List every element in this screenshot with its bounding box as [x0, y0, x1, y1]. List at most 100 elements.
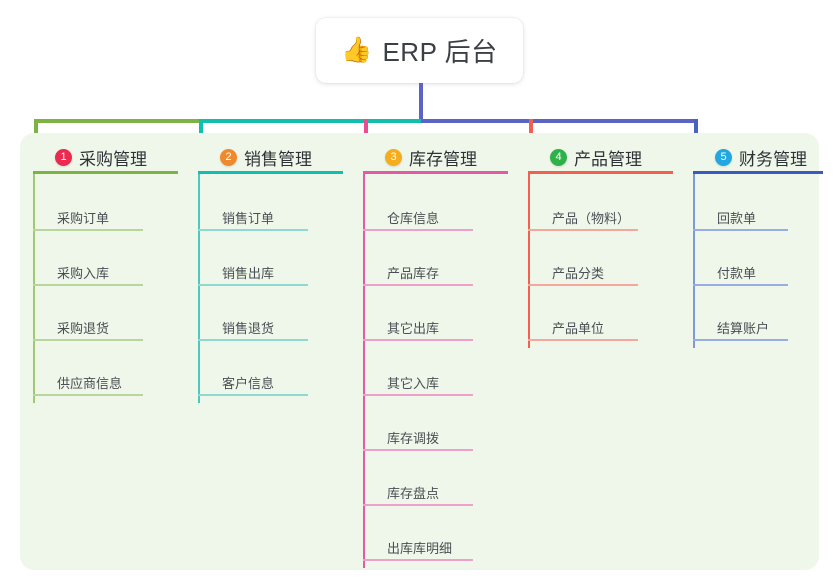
branch-underline-3	[363, 171, 508, 174]
leaf-item[interactable]: 出库库明细	[363, 535, 473, 561]
leaf-label: 销售退货	[222, 321, 275, 336]
leaf-item[interactable]: 其它入库	[363, 370, 473, 396]
leaf-underline	[363, 504, 473, 506]
leaf-label: 其它入库	[387, 376, 440, 391]
leaf-label: 产品（物料）	[552, 211, 631, 226]
leaf-label: 库存调拨	[387, 431, 440, 446]
connector-bar-segment-3	[421, 119, 698, 123]
branch-badge-4: 4	[550, 148, 567, 166]
thumbs-up-icon: 👍	[341, 36, 373, 64]
leaf-underline	[693, 229, 788, 231]
leaf-underline	[363, 339, 473, 341]
leaf-item[interactable]: 产品单位	[528, 315, 638, 341]
branch-underline-4	[528, 171, 673, 174]
leaf-underline	[363, 284, 473, 286]
branch-spine-1	[33, 174, 35, 403]
leaf-item[interactable]: 客户信息	[198, 370, 308, 396]
leaf-item[interactable]: 采购订单	[33, 205, 143, 231]
branch-underline-5	[693, 171, 823, 174]
branch-header-4[interactable]: 4 产品管理	[528, 140, 673, 174]
root-title: ERP 后台	[382, 37, 498, 67]
branch-badge-1: 1	[55, 148, 72, 166]
leaf-underline	[33, 229, 143, 231]
leaf-item[interactable]: 销售订单	[198, 205, 308, 231]
leaf-underline	[528, 229, 638, 231]
leaf-underline	[198, 339, 308, 341]
leaf-item[interactable]: 仓库信息	[363, 205, 473, 231]
leaf-underline	[33, 284, 143, 286]
branch-column-2: 2 销售管理销售订单销售出库销售退货客户信息	[198, 140, 343, 403]
branch-column-1: 1 采购管理采购订单采购入库采购退货供应商信息	[33, 140, 178, 403]
branch-badge-2: 2	[220, 148, 237, 166]
branch-title-2: 销售管理	[244, 149, 312, 169]
branch-header-5[interactable]: 5 财务管理	[693, 140, 823, 174]
leaf-underline	[693, 339, 788, 341]
branch-header-1[interactable]: 1 采购管理	[33, 140, 178, 174]
leaf-underline	[198, 284, 308, 286]
leaf-label: 产品分类	[552, 266, 605, 281]
leaf-label: 其它出库	[387, 321, 440, 336]
leaf-item[interactable]: 库存调拨	[363, 425, 473, 451]
leaf-label: 供应商信息	[57, 376, 123, 391]
root-stem-connector	[419, 83, 423, 121]
leaf-item[interactable]: 供应商信息	[33, 370, 143, 396]
leaf-label: 出库库明细	[387, 541, 453, 556]
leaf-underline	[528, 284, 638, 286]
leaf-item[interactable]: 销售退货	[198, 315, 308, 341]
leaf-underline	[693, 284, 788, 286]
branch-header-2[interactable]: 2 销售管理	[198, 140, 343, 174]
branch-title-4: 产品管理	[574, 149, 642, 169]
branch-column-3: 3 库存管理仓库信息产品库存其它出库其它入库库存调拨库存盘点出库库明细	[363, 140, 508, 568]
leaf-label: 采购退货	[57, 321, 110, 336]
branch-header-3[interactable]: 3 库存管理	[363, 140, 508, 174]
leaf-underline	[198, 229, 308, 231]
branch-column-5: 5 财务管理回款单付款单结算账户	[693, 140, 823, 348]
leaf-item[interactable]: 付款单	[693, 260, 788, 286]
leaf-label: 回款单	[717, 211, 757, 226]
leaf-label: 采购入库	[57, 266, 110, 281]
leaf-item[interactable]: 其它出库	[363, 315, 473, 341]
branch-title-3: 库存管理	[409, 149, 477, 169]
leaf-underline	[363, 449, 473, 451]
leaf-item[interactable]: 采购退货	[33, 315, 143, 341]
branch-underline-2	[198, 171, 343, 174]
leaf-underline	[363, 229, 473, 231]
leaf-item[interactable]: 采购入库	[33, 260, 143, 286]
branch-spine-4	[528, 174, 530, 348]
branch-badge-3: 3	[385, 148, 402, 166]
leaf-underline	[198, 394, 308, 396]
leaf-label: 仓库信息	[387, 211, 440, 226]
leaf-label: 库存盘点	[387, 486, 440, 501]
leaf-item[interactable]: 产品库存	[363, 260, 473, 286]
branch-title-5: 财务管理	[739, 149, 807, 169]
leaf-underline	[33, 339, 143, 341]
leaf-underline	[363, 559, 473, 561]
leaf-item[interactable]: 结算账户	[693, 315, 788, 341]
leaf-label: 产品单位	[552, 321, 605, 336]
leaf-label: 产品库存	[387, 266, 440, 281]
branch-panel: 1 采购管理采购订单采购入库采购退货供应商信息 2 销售管理销售订单销售出库销售退货客…	[20, 133, 823, 570]
branch-title-1: 采购管理	[79, 149, 147, 169]
connector-bar-segment-2	[199, 119, 425, 123]
branch-underline-1	[33, 171, 178, 174]
leaf-label: 采购订单	[57, 211, 110, 226]
leaf-item[interactable]: 库存盘点	[363, 480, 473, 506]
leaf-underline	[33, 394, 143, 396]
branch-spine-3	[363, 174, 365, 568]
connector-bar-segment-1	[34, 119, 203, 123]
branch-badge-5: 5	[715, 148, 732, 166]
branch-spine-2	[198, 174, 200, 403]
leaf-item[interactable]: 销售出库	[198, 260, 308, 286]
leaf-label: 付款单	[717, 266, 757, 281]
leaf-item[interactable]: 回款单	[693, 205, 788, 231]
leaf-underline	[363, 394, 473, 396]
leaf-label: 销售订单	[222, 211, 275, 226]
leaf-item[interactable]: 产品（物料）	[528, 205, 638, 231]
leaf-label: 销售出库	[222, 266, 275, 281]
leaf-item[interactable]: 产品分类	[528, 260, 638, 286]
root-node[interactable]: 👍 ERP 后台	[316, 18, 523, 83]
branch-spine-5	[693, 174, 695, 348]
leaf-label: 客户信息	[222, 376, 275, 391]
leaf-underline	[528, 339, 638, 341]
